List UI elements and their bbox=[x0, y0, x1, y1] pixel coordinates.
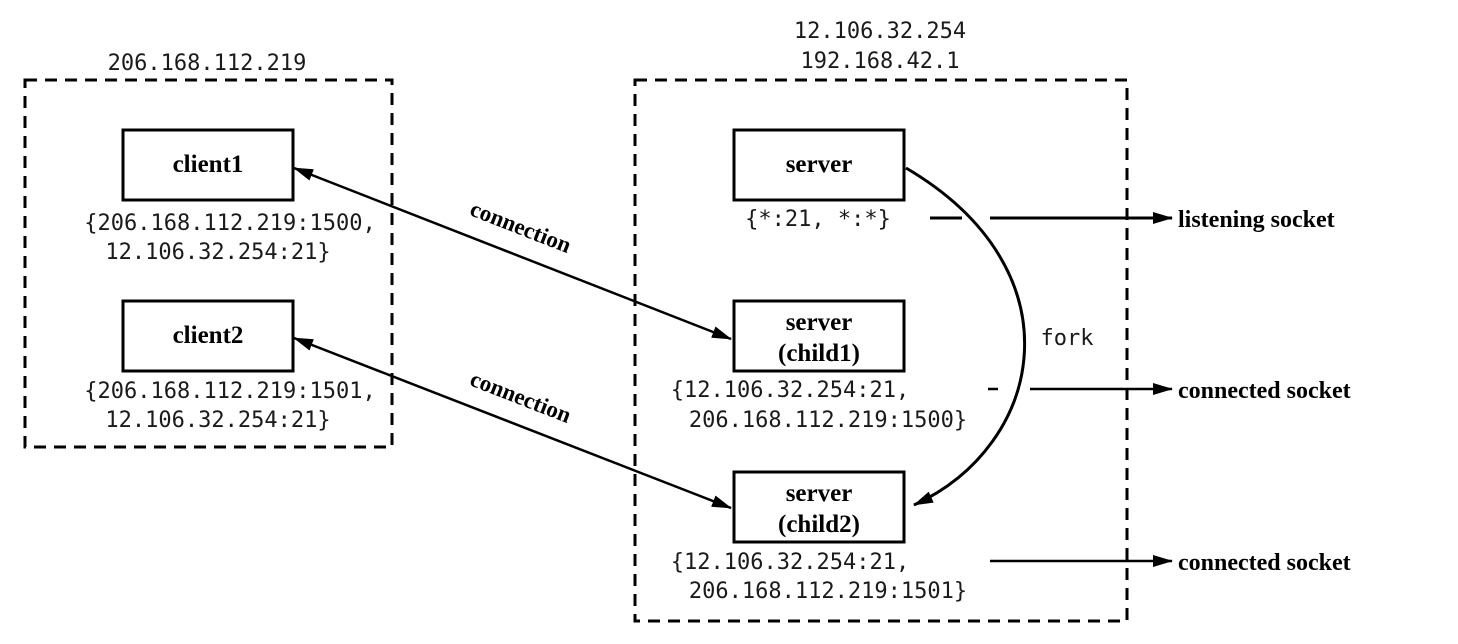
server-host-frame bbox=[633, 78, 1129, 623]
server-box bbox=[732, 128, 906, 202]
server-child1-box bbox=[732, 299, 906, 373]
connected-socket-label-2: connected socket bbox=[1178, 550, 1351, 576]
client1-label: client1 bbox=[173, 151, 244, 178]
client2-socket-line2: 12.106.32.254:21} bbox=[105, 408, 330, 433]
child1-socket-line1: {12.106.32.254:21, bbox=[671, 378, 909, 403]
fork-label: fork bbox=[1041, 326, 1094, 351]
client2-label: client2 bbox=[173, 322, 244, 349]
server-child1-label-line1: server bbox=[786, 309, 853, 336]
server-host-address-line2: 192.168.42.1 bbox=[801, 49, 960, 74]
client1-socket-line1: {206.168.112.219:1500, bbox=[84, 211, 375, 236]
server-host-address-line1: 12.106.32.254 bbox=[794, 19, 966, 44]
server-child1-label-line2: (child1) bbox=[778, 340, 860, 367]
connected-socket-label-1: connected socket bbox=[1178, 378, 1351, 404]
server-child2-label-line2: (child2) bbox=[778, 511, 860, 538]
server-child2-box bbox=[732, 470, 906, 544]
server-child2-label-line1: server bbox=[786, 480, 853, 507]
client1-socket-line2: 12.106.32.254:21} bbox=[105, 240, 330, 265]
fork-arrow bbox=[905, 166, 1027, 507]
client-host-address: 206.168.112.219 bbox=[108, 51, 307, 76]
client1-box bbox=[121, 128, 295, 202]
connection2-arrow bbox=[293, 336, 732, 510]
server-label: server bbox=[786, 151, 853, 178]
server-listening-socket: {*:21, *:*} bbox=[745, 207, 891, 232]
connection1-arrow bbox=[293, 166, 732, 341]
listening-socket-label: listening socket bbox=[1178, 207, 1335, 233]
child1-socket-line2: 206.168.112.219:1500} bbox=[689, 408, 967, 433]
client2-box bbox=[121, 299, 295, 373]
client2-socket-line1: {206.168.112.219:1501, bbox=[84, 379, 375, 404]
child2-socket-line1: {12.106.32.254:21, bbox=[671, 550, 909, 575]
connection2-label: connection bbox=[467, 366, 575, 428]
child2-socket-line2: 206.168.112.219:1501} bbox=[689, 579, 967, 604]
connection1-label: connection bbox=[467, 196, 575, 258]
